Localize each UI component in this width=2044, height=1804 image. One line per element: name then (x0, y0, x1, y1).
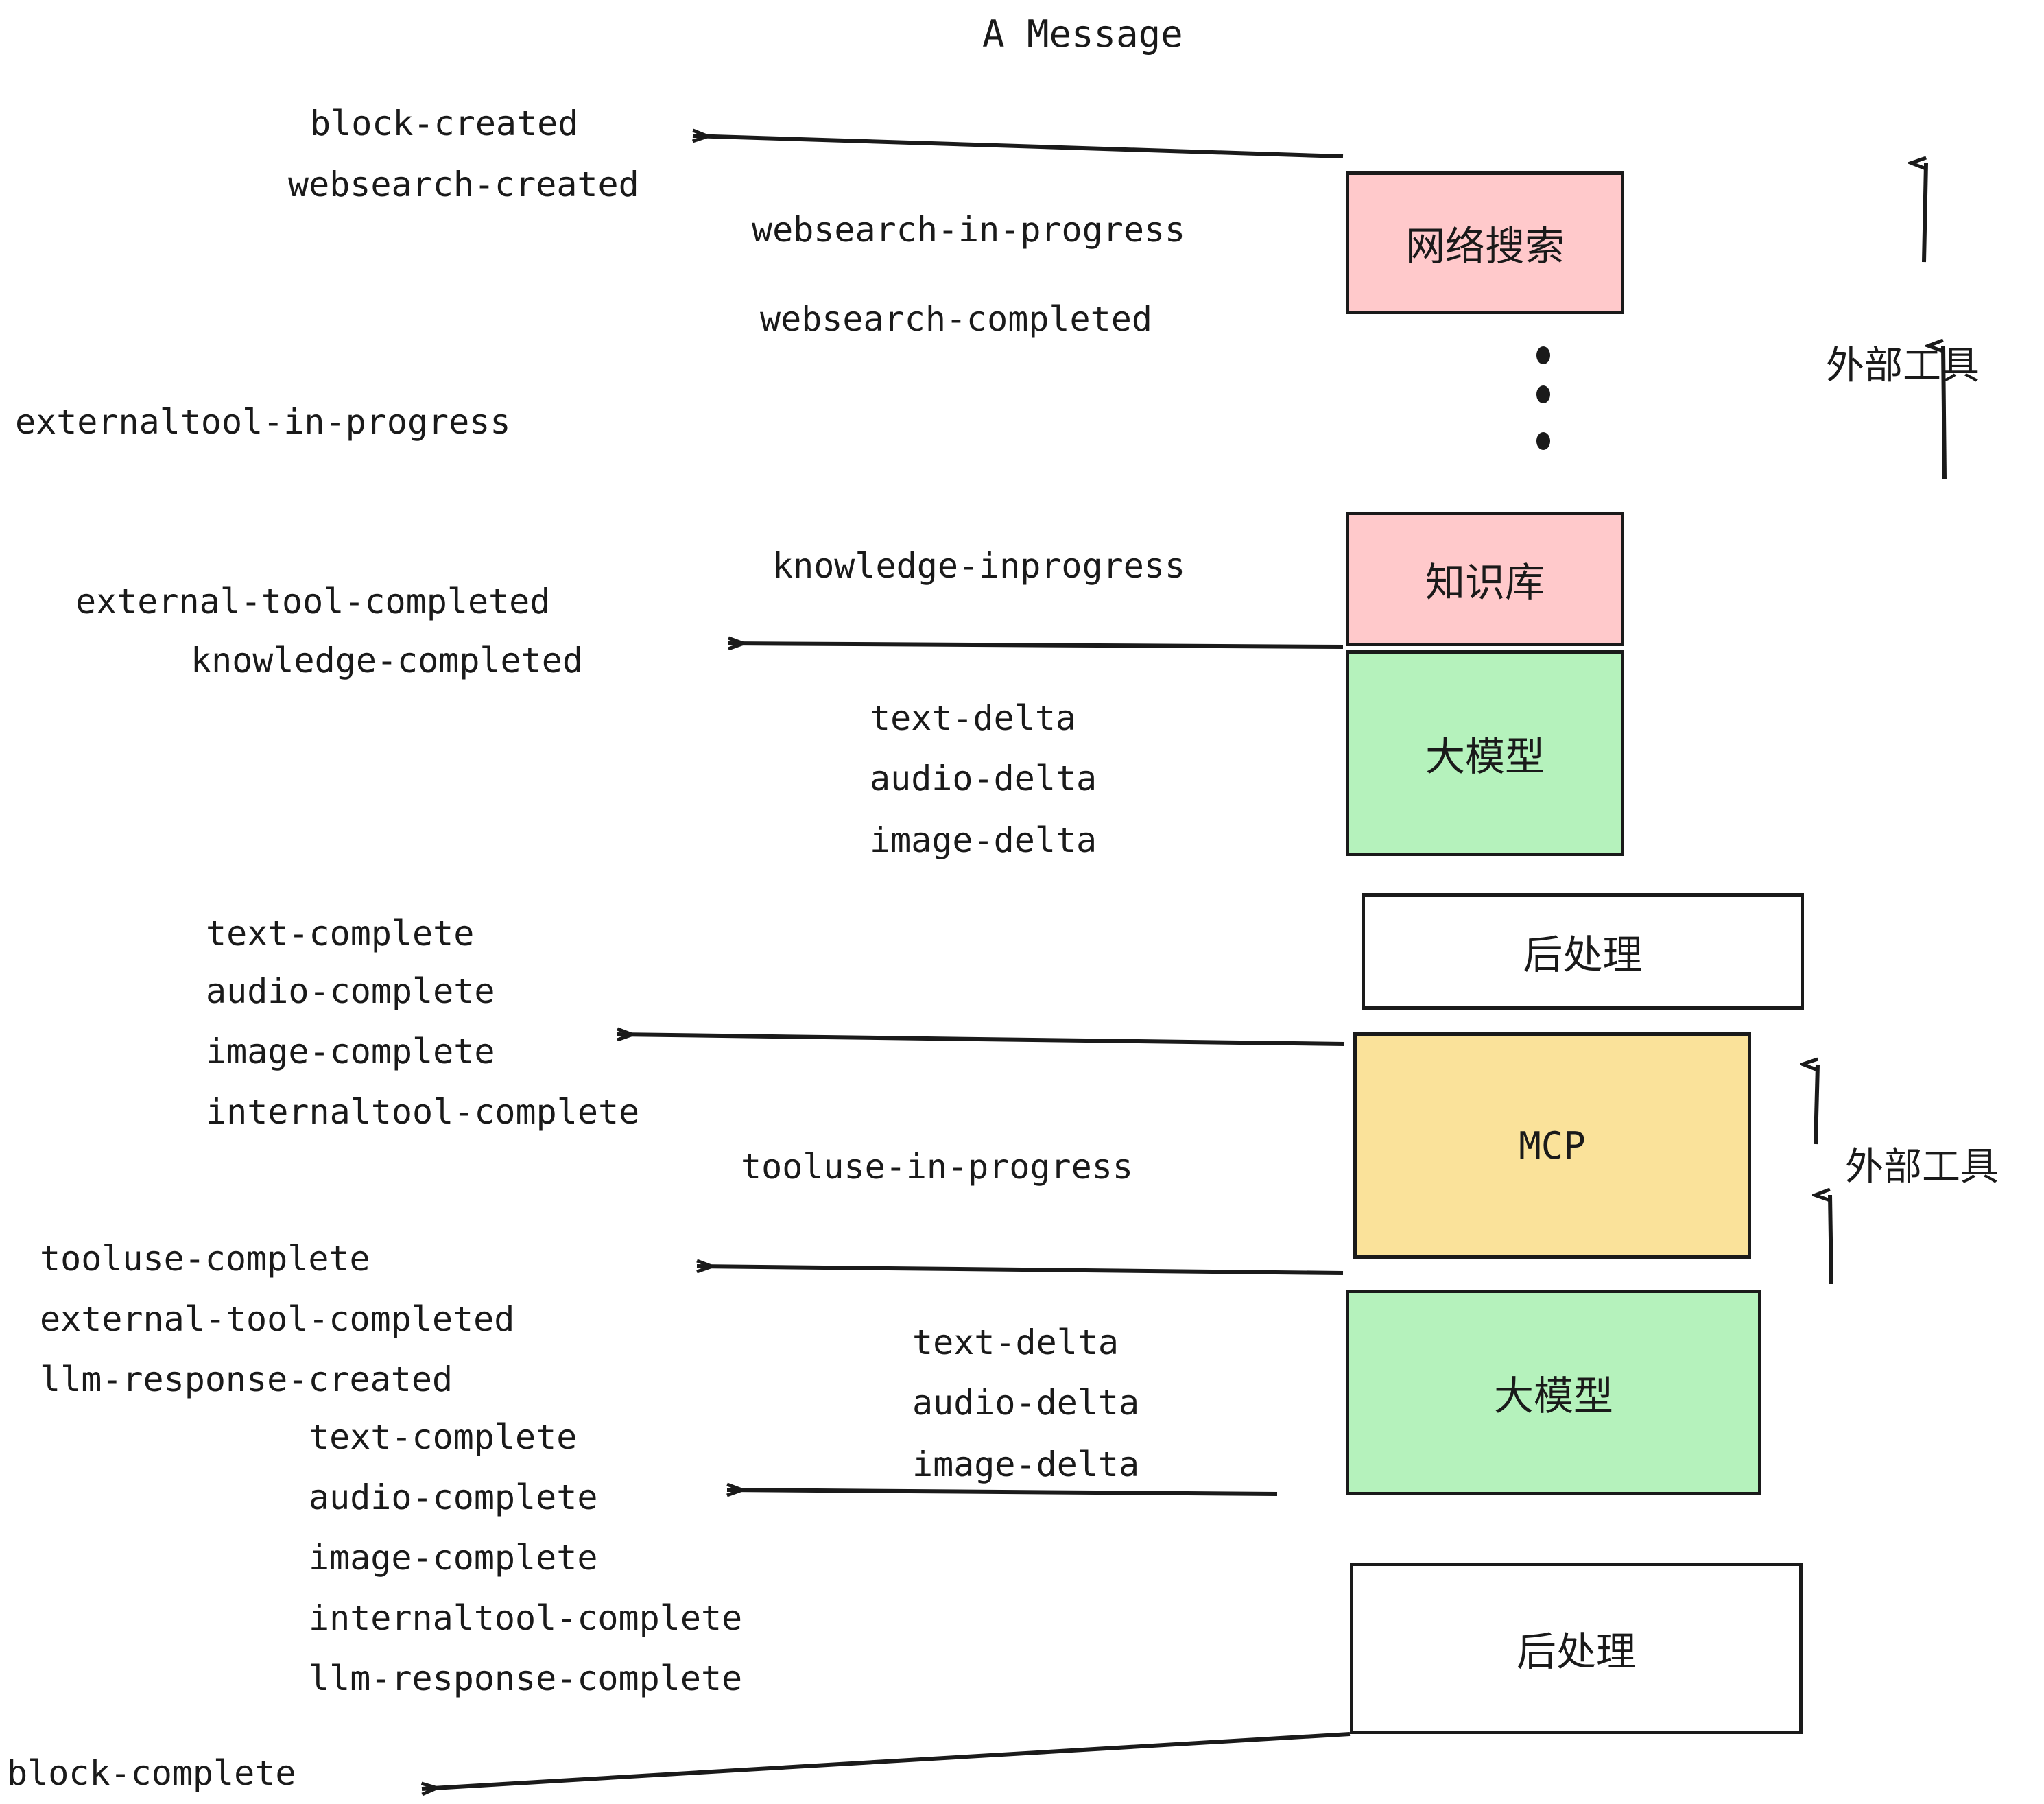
ellipsis-dot-2 (1536, 385, 1550, 403)
event-audio-complete-2: audio-complete (309, 1477, 598, 1517)
event-llm-response-created: llm-response-created (40, 1360, 453, 1399)
event-image-delta-2: image-delta (912, 1445, 1140, 1484)
event-audio-delta-1: audio-delta (870, 759, 1097, 798)
node-websearch[interactable]: 网络搜索 (1346, 171, 1624, 314)
event-internaltool-complete-1: internaltool-complete (206, 1092, 640, 1132)
event-external-tool-completed-2: external-tool-completed (40, 1299, 515, 1339)
event-websearch-in-progress: websearch-in-progress (752, 210, 1186, 250)
event-block-complete: block-complete (7, 1753, 296, 1793)
arrow-mcp-to-tooluse-complete (697, 1266, 1344, 1275)
arrow-llm-to-audio-complete (727, 1490, 1278, 1494)
external-tool-top-up-arrow (1924, 163, 1928, 263)
external-tool-label-top: 外部工具 (1826, 344, 1980, 388)
event-audio-delta-2: audio-delta (912, 1383, 1140, 1423)
node-mcp-label: MCP (1519, 1124, 1586, 1167)
node-llm-top-label: 大模型 (1425, 733, 1545, 780)
event-knowledge-completed: knowledge-completed (191, 641, 583, 680)
node-llm-bottom-label: 大模型 (1493, 1373, 1613, 1419)
arrow-post-to-image-complete (617, 1034, 1345, 1046)
external-tool-label-bottom: 外部工具 (1845, 1145, 1999, 1189)
event-external-tool-completed-1: external-tool-completed (75, 582, 551, 621)
page-title: A Message (982, 12, 1183, 56)
arrow-post-to-block-complete (422, 1732, 1351, 1789)
event-tooluse-in-progress: tooluse-in-progress (741, 1147, 1133, 1187)
node-postprocess-bottom-label: 后处理 (1516, 1628, 1636, 1675)
event-block-created: block-created (310, 104, 579, 143)
node-mcp[interactable]: MCP (1353, 1032, 1751, 1259)
event-text-delta-2: text-delta (912, 1322, 1119, 1362)
node-llm-bottom[interactable]: 大模型 (1346, 1290, 1761, 1495)
node-postprocess-top[interactable]: 后处理 (1362, 893, 1804, 1010)
node-postprocess-top-label: 后处理 (1523, 931, 1643, 978)
ellipsis-dot-3 (1536, 432, 1550, 450)
event-knowledge-inprogress: knowledge-inprogress (772, 546, 1186, 586)
node-llm-top[interactable]: 大模型 (1346, 650, 1624, 856)
event-audio-complete-1: audio-complete (206, 971, 495, 1011)
external-tool-bottom-down-arrow (1830, 1195, 1833, 1285)
node-postprocess-bottom[interactable]: 后处理 (1350, 1563, 1803, 1734)
event-text-complete-1: text-complete (206, 914, 475, 953)
event-image-delta-1: image-delta (870, 820, 1097, 860)
event-llm-response-complete: llm-response-complete (309, 1659, 743, 1698)
arrow-knowledge-to-completed (728, 643, 1344, 647)
event-text-complete-2: text-complete (309, 1417, 578, 1457)
ellipsis-dot-1 (1536, 346, 1550, 364)
event-text-delta-1: text-delta (870, 698, 1077, 738)
event-image-complete-1: image-complete (206, 1032, 495, 1071)
node-knowledge-label: 知识库 (1425, 559, 1545, 606)
event-websearch-created: websearch-created (288, 165, 639, 204)
external-tool-bottom-up-arrow (1816, 1065, 1820, 1145)
arrow-websearch-to-block (693, 136, 1344, 158)
event-internaltool-complete-2: internaltool-complete (309, 1598, 743, 1638)
node-knowledge[interactable]: 知识库 (1346, 512, 1624, 646)
event-externaltool-in-progress: externaltool-in-progress (15, 402, 511, 442)
event-websearch-completed: websearch-completed (760, 299, 1152, 339)
event-tooluse-complete: tooluse-complete (40, 1239, 370, 1279)
event-image-complete-2: image-complete (309, 1538, 598, 1578)
node-websearch-label: 网络搜索 (1405, 223, 1565, 270)
